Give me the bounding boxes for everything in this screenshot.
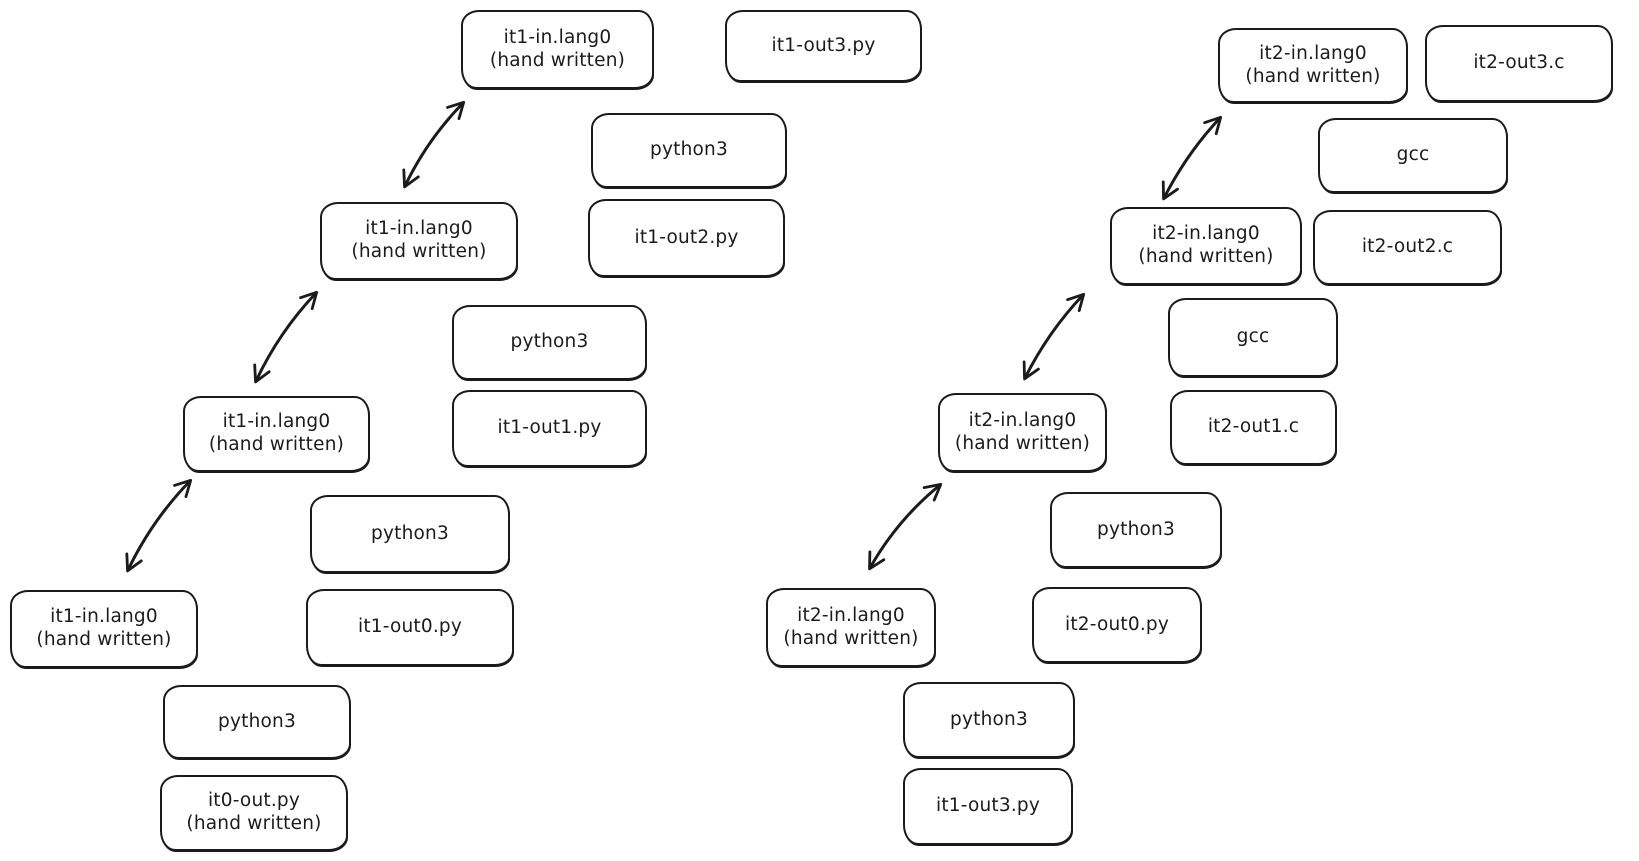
node-it1-out2-py: it1-out2.py: [588, 199, 785, 277]
node-python3-left-0: python3: [163, 685, 351, 759]
node-it2-out1-c: it2-out1.c: [1170, 390, 1337, 465]
node-gcc-0: gcc: [1168, 298, 1338, 377]
node-it1-out3-py: it1-out3.py: [725, 10, 922, 82]
node-it2-in-lang0-0: it2-in.lang0 (hand written): [766, 588, 936, 667]
node-python3-right-1: python3: [1050, 492, 1222, 568]
node-it1-out3-py-right: it1-out3.py: [903, 768, 1073, 845]
bidirectional-arrow-left-2: [402, 100, 466, 189]
node-python3-right-0: python3: [903, 682, 1075, 758]
node-python3-left-3: python3: [591, 113, 787, 188]
node-python3-left-2: python3: [452, 305, 647, 380]
bidirectional-arrow-left-0: [125, 478, 193, 573]
node-it2-out0-py: it2-out0.py: [1032, 587, 1202, 663]
node-it1-in-lang0-3: it1-in.lang0 (hand written): [461, 10, 654, 89]
node-it1-in-lang0-2: it1-in.lang0 (hand written): [320, 202, 518, 280]
node-it1-in-lang0-1: it1-in.lang0 (hand written): [183, 396, 370, 472]
node-it1-out0-py: it1-out0.py: [306, 589, 514, 666]
node-it2-in-lang0-3: it2-in.lang0 (hand written): [1218, 28, 1408, 103]
bidirectional-arrow-right-0: [868, 482, 943, 571]
bidirectional-arrow-right-1: [1022, 292, 1086, 381]
bidirectional-arrow-left-1: [253, 290, 319, 384]
node-it2-in-lang0-2: it2-in.lang0 (hand written): [1110, 207, 1302, 285]
node-gcc-1: gcc: [1318, 118, 1508, 193]
node-it2-out2-c: it2-out2.c: [1313, 210, 1502, 285]
node-python3-left-1: python3: [310, 495, 510, 573]
node-it2-out3-c: it2-out3.c: [1425, 25, 1613, 102]
node-it2-in-lang0-1: it2-in.lang0 (hand written): [938, 393, 1107, 472]
node-it1-out1-py: it1-out1.py: [452, 390, 647, 467]
node-it1-in-lang0-0: it1-in.lang0 (hand written): [10, 590, 198, 668]
bidirectional-arrow-right-2: [1161, 115, 1223, 201]
node-it0-out-py: it0-out.py (hand written): [160, 775, 348, 851]
